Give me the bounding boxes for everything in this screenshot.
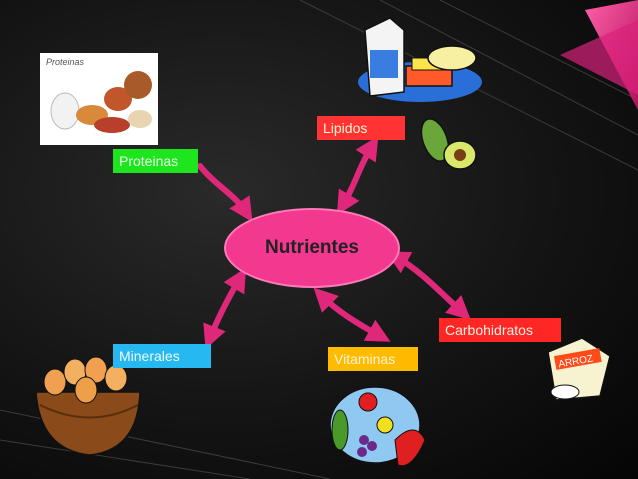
arrow-lipidos xyxy=(336,135,379,216)
node-proteinas: Proteinas xyxy=(113,149,198,173)
node-vitaminas-label: Vitaminas xyxy=(334,351,396,367)
protein-photo-caption: Proteinas xyxy=(46,57,85,67)
center-label: Nutrientes xyxy=(265,237,359,258)
node-lipidos-label: Lipidos xyxy=(323,120,368,136)
node-vitaminas: Vitaminas xyxy=(328,347,418,371)
fruit-bowl-icon xyxy=(329,386,426,467)
arrow-minerales xyxy=(203,267,247,350)
arrow-carbohidratos xyxy=(385,251,471,321)
connector-arrows xyxy=(197,135,471,350)
node-carbohidratos: Carbohidratos xyxy=(439,318,561,342)
milk-butter-icon xyxy=(358,17,482,102)
node-proteinas-label: Proteinas xyxy=(119,153,179,169)
rice-bag-icon: ARROZ xyxy=(547,337,611,401)
node-carbohidratos-label: Carbohidratos xyxy=(445,322,533,338)
arrow-vitaminas xyxy=(313,287,391,342)
arrow-proteinas xyxy=(197,163,253,223)
egg-basket-icon xyxy=(35,356,141,456)
node-lipidos: Lipidos xyxy=(317,116,405,140)
center-node-nutrientes: Nutrientes xyxy=(224,208,400,288)
node-minerales: Minerales xyxy=(113,344,211,368)
avocado-icon xyxy=(420,118,477,170)
protein-food-photo: Proteinas xyxy=(40,53,158,145)
node-minerales-label: Minerales xyxy=(119,348,180,364)
